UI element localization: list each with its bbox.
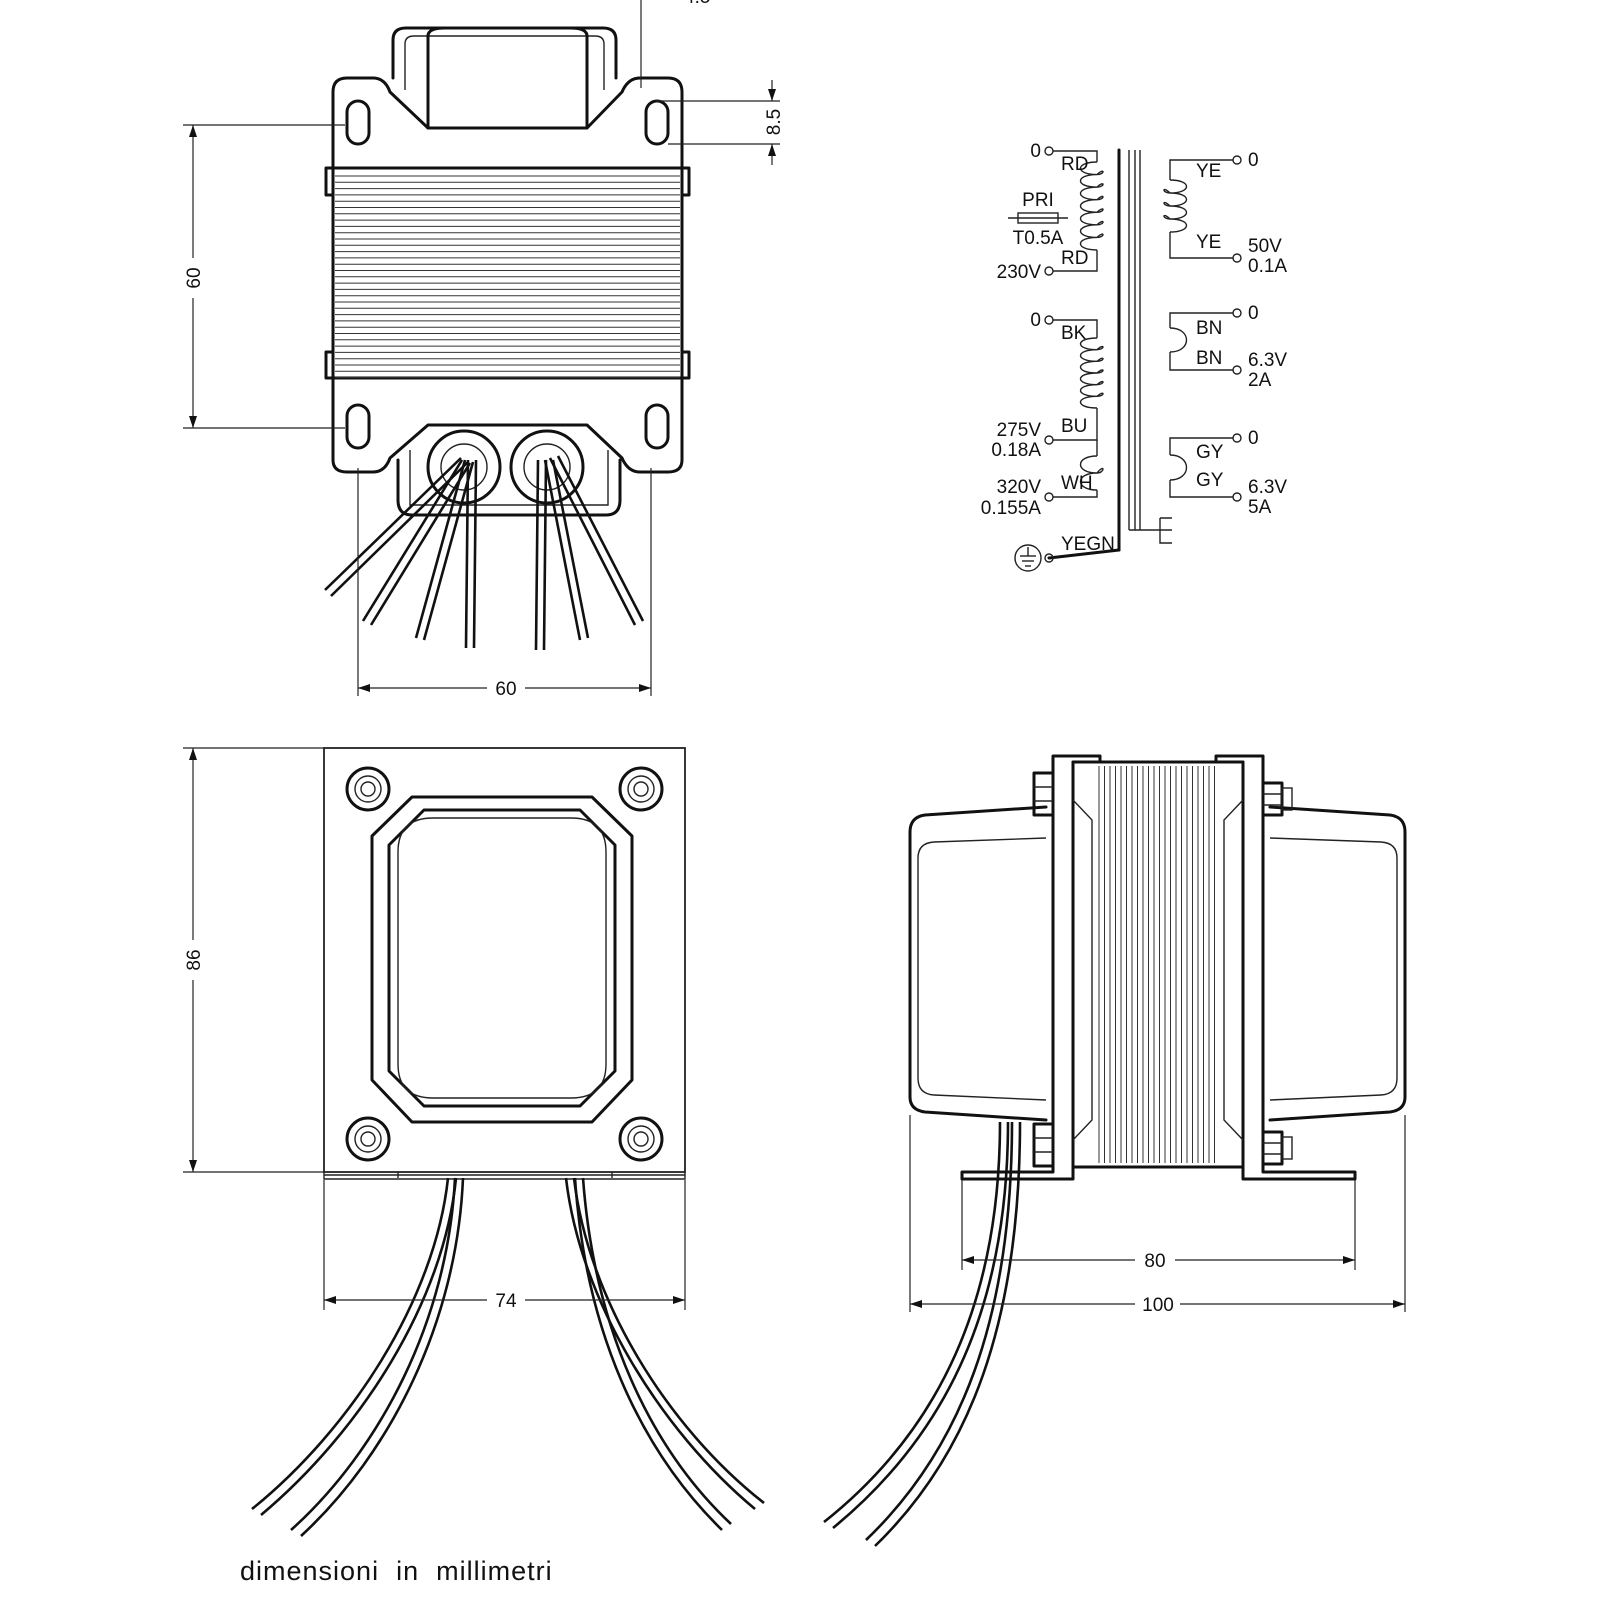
svg-text:0: 0 bbox=[1248, 150, 1259, 171]
top-slot-br bbox=[644, 403, 670, 450]
svg-text:0.155A: 0.155A bbox=[981, 498, 1042, 519]
svg-text:T0.5A: T0.5A bbox=[1013, 228, 1064, 249]
svg-text:BN: BN bbox=[1196, 348, 1222, 369]
svg-text:60: 60 bbox=[184, 267, 205, 288]
top-shroud-window bbox=[426, 26, 589, 130]
front-view: 86 74 bbox=[183, 747, 765, 1537]
dim-side-footprint: 80 bbox=[961, 1180, 1356, 1272]
svg-text:100: 100 bbox=[1142, 1295, 1174, 1316]
side-view: 80 100 bbox=[823, 754, 1407, 1547]
side-lamination-lines bbox=[1098, 766, 1215, 1163]
front-nut-br bbox=[618, 1116, 664, 1162]
dim-top-clearance: 4.5 bbox=[640, 0, 710, 88]
ht-winding: 0 BK 275V 0.18A BU 320V 0.155A WH bbox=[981, 310, 1104, 519]
top-view: 60 60 8.5 4.5 bbox=[183, 0, 785, 700]
dim-front-width: 74 bbox=[323, 1180, 686, 1312]
svg-text:GY: GY bbox=[1196, 470, 1224, 491]
svg-text:BN: BN bbox=[1196, 318, 1222, 339]
secondary-ye: YE YE 0 50V 0.1A bbox=[1163, 150, 1287, 277]
svg-text:RD: RD bbox=[1061, 248, 1088, 269]
svg-text:YE: YE bbox=[1196, 232, 1221, 253]
svg-text:YEGN: YEGN bbox=[1061, 534, 1115, 555]
svg-text:RD: RD bbox=[1061, 154, 1088, 175]
top-slot-tl bbox=[345, 99, 371, 146]
dim-top-height: 60 bbox=[183, 124, 345, 429]
front-lead-wires bbox=[251, 1177, 765, 1537]
svg-text:80: 80 bbox=[1144, 1251, 1165, 1272]
svg-text:50V: 50V bbox=[1248, 236, 1282, 257]
svg-text:86: 86 bbox=[184, 949, 205, 970]
svg-text:0: 0 bbox=[1030, 310, 1041, 331]
svg-text:WH: WH bbox=[1061, 473, 1093, 494]
svg-text:0: 0 bbox=[1248, 428, 1259, 449]
front-plate bbox=[323, 747, 686, 1173]
side-cover-left bbox=[908, 805, 1048, 1122]
top-lamination-lines bbox=[335, 175, 680, 379]
grommet-right bbox=[509, 429, 585, 505]
earth-terminal: YEGN bbox=[1014, 534, 1115, 572]
svg-text:BK: BK bbox=[1061, 323, 1087, 344]
earth-icon bbox=[1014, 544, 1042, 572]
svg-text:8.5: 8.5 bbox=[764, 109, 785, 135]
top-lead-wires bbox=[324, 455, 645, 651]
dim-top-width: 60 bbox=[357, 468, 652, 700]
svg-text:2A: 2A bbox=[1248, 370, 1272, 391]
units-caption: dimensioni in millimetri bbox=[240, 1556, 553, 1586]
top-slot-bl bbox=[345, 403, 371, 450]
winding-schematic: 0 RD 230V RD PRI T0.5A 0 BK 275V 0.18A bbox=[981, 141, 1287, 572]
svg-text:0.1A: 0.1A bbox=[1248, 256, 1287, 277]
svg-text:BU: BU bbox=[1061, 416, 1087, 437]
fuse-icon bbox=[1008, 212, 1068, 224]
svg-text:PRI: PRI bbox=[1022, 190, 1054, 211]
svg-text:0.18A: 0.18A bbox=[991, 440, 1041, 461]
svg-text:74: 74 bbox=[495, 1291, 517, 1312]
side-nut-tl bbox=[1032, 771, 1055, 817]
side-nut-tr bbox=[1261, 781, 1293, 817]
svg-text:GY: GY bbox=[1196, 442, 1224, 463]
secondary-bn: BN BN 0 6.3V 2A bbox=[1169, 303, 1287, 391]
top-slot-tr bbox=[644, 99, 670, 146]
svg-text:60: 60 bbox=[495, 679, 516, 700]
side-lead-wires bbox=[823, 1121, 1022, 1547]
svg-text:6.3V: 6.3V bbox=[1248, 477, 1287, 498]
bottom-bobbin-shroud bbox=[396, 458, 622, 517]
svg-text:230V: 230V bbox=[997, 262, 1042, 283]
side-lamination-stack bbox=[1071, 760, 1245, 1169]
dim-side-overall: 100 bbox=[909, 1115, 1406, 1316]
front-nut-tl bbox=[345, 766, 391, 812]
svg-text:5A: 5A bbox=[1248, 497, 1272, 518]
dim-slot-offset: 8.5 bbox=[656, 80, 785, 165]
front-nut-tr bbox=[618, 766, 664, 812]
side-cover-right bbox=[1268, 805, 1407, 1122]
side-nut-br bbox=[1261, 1130, 1293, 1166]
svg-text:4.5: 4.5 bbox=[684, 0, 710, 8]
svg-text:275V: 275V bbox=[997, 420, 1042, 441]
svg-text:YE: YE bbox=[1196, 161, 1221, 182]
dim-front-height: 86 bbox=[183, 747, 324, 1173]
primary-winding: 0 RD 230V RD PRI T0.5A bbox=[997, 141, 1104, 283]
secondary-gy: GY GY 0 6.3V 5A bbox=[1169, 428, 1287, 518]
front-bobbin-window bbox=[370, 795, 634, 1124]
side-nut-bl bbox=[1032, 1122, 1055, 1168]
front-nut-bl bbox=[345, 1116, 391, 1162]
svg-text:0: 0 bbox=[1248, 303, 1259, 324]
svg-text:0: 0 bbox=[1030, 141, 1041, 162]
top-mounting-plate bbox=[331, 76, 684, 474]
svg-text:6.3V: 6.3V bbox=[1248, 350, 1287, 371]
svg-text:320V: 320V bbox=[997, 477, 1042, 498]
